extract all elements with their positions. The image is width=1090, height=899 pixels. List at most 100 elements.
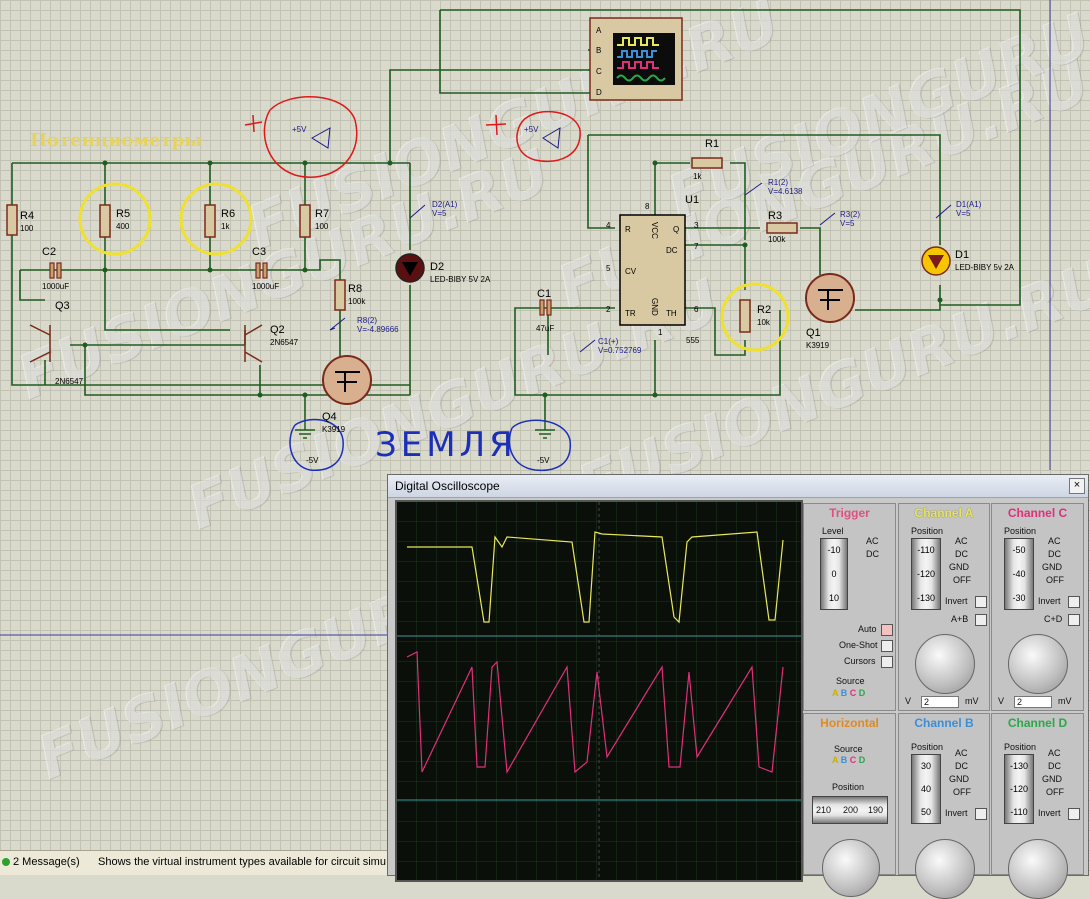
channel-d-position-label: Position bbox=[1004, 742, 1037, 752]
scope-terminal-b: B bbox=[596, 46, 602, 55]
channel-a-pos-mid: -120 bbox=[916, 569, 935, 579]
channel-d-pos-bottom: -110 bbox=[1010, 807, 1028, 817]
trigger-dc-label: DC bbox=[866, 549, 879, 559]
ground-right-label: -5V bbox=[537, 456, 550, 465]
probe-d1[interactable]: D1(A1)V=5 bbox=[956, 200, 982, 218]
channel-c-scale-dial[interactable] bbox=[1008, 634, 1068, 694]
horizontal-timebase-dial[interactable] bbox=[822, 839, 880, 897]
probe-r3[interactable]: R3(2)V=5 bbox=[840, 210, 861, 228]
channel-c-ac[interactable]: AC bbox=[1048, 536, 1061, 546]
channel-c-v-label: V bbox=[998, 696, 1005, 706]
channel-d-position-drum[interactable]: -130 -120 -110 bbox=[1004, 754, 1034, 824]
oscilloscope-titlebar[interactable]: Digital Oscilloscope × bbox=[388, 475, 1088, 498]
channel-a-gnd[interactable]: GND bbox=[949, 562, 969, 572]
u1-pin-th: TH bbox=[666, 309, 677, 318]
channel-d-title: Channel D bbox=[1007, 716, 1068, 730]
trigger-level-drum[interactable]: -10 0 10 bbox=[820, 538, 848, 610]
scope-display[interactable] bbox=[395, 500, 803, 882]
ground-left-label: -5V bbox=[306, 456, 319, 465]
horizontal-pos-left: 210 bbox=[816, 805, 832, 815]
probe-r8[interactable]: R8(2)V=-4.89666 bbox=[357, 316, 399, 334]
oscilloscope-window[interactable]: Digital Oscilloscope × Trigger Level -10… bbox=[387, 474, 1089, 899]
supply-plus-left[interactable]: +5V bbox=[292, 125, 307, 134]
channel-c-dc[interactable]: DC bbox=[1048, 549, 1061, 559]
u1-label: U1 bbox=[685, 194, 700, 206]
channel-d-invert-button[interactable] bbox=[1068, 808, 1080, 820]
channel-c-scale-unit: mV bbox=[1058, 696, 1072, 706]
probe-r1[interactable]: R1(2)V=4.6138 bbox=[768, 178, 803, 196]
u1-value: 555 bbox=[686, 336, 700, 345]
channel-d-dc[interactable]: DC bbox=[1048, 761, 1061, 771]
messages-count[interactable]: 2 Message(s) bbox=[13, 856, 80, 868]
channel-c-position-drum[interactable]: -50 -40 -30 bbox=[1004, 538, 1034, 610]
channel-b-off[interactable]: OFF bbox=[953, 787, 971, 797]
u1-pin-7: 7 bbox=[694, 242, 699, 251]
channel-c-sum-button[interactable] bbox=[1068, 614, 1080, 626]
u1-pin-3: 3 bbox=[694, 221, 699, 230]
probe-d2[interactable]: D2(A1)V=5 bbox=[432, 200, 458, 218]
u1-pin-gnd: GND bbox=[650, 298, 659, 316]
c1-value: 47uF bbox=[536, 324, 555, 333]
u1-pin-6: 6 bbox=[694, 305, 699, 314]
channel-c-invert-label: Invert bbox=[1038, 596, 1061, 606]
channel-c-pos-top: -50 bbox=[1012, 545, 1026, 555]
channel-b-scale-dial[interactable] bbox=[915, 839, 975, 899]
channel-d-off[interactable]: OFF bbox=[1046, 787, 1064, 797]
channel-a-invert-button[interactable] bbox=[975, 596, 987, 608]
channel-b-gnd[interactable]: GND bbox=[949, 774, 969, 784]
channel-b-panel: Channel B Position 30 40 50 AC DC GND OF… bbox=[898, 713, 990, 899]
channel-b-ac[interactable]: AC bbox=[955, 748, 968, 758]
channel-c-invert-button[interactable] bbox=[1068, 596, 1080, 608]
trigger-auto-button[interactable] bbox=[881, 624, 893, 636]
channel-a-sum-button[interactable] bbox=[975, 614, 987, 626]
channel-d-gnd[interactable]: GND bbox=[1042, 774, 1062, 784]
channel-a-ac[interactable]: AC bbox=[955, 536, 968, 546]
trigger-sources[interactable]: A B C D bbox=[832, 688, 866, 698]
channel-a-scale-dial[interactable] bbox=[915, 634, 975, 694]
scope-terminal-a: A bbox=[596, 26, 602, 35]
channel-a-off[interactable]: OFF bbox=[953, 575, 971, 585]
channel-a-title: Channel A bbox=[914, 506, 974, 520]
horizontal-position-label: Position bbox=[832, 782, 865, 792]
channel-d-pos-top: -130 bbox=[1009, 761, 1028, 771]
status-hint: Shows the virtual instrument types avail… bbox=[98, 856, 386, 868]
trigger-cursors-button[interactable] bbox=[881, 656, 893, 668]
c2-value: 1000uF bbox=[42, 282, 70, 291]
close-button[interactable]: × bbox=[1069, 478, 1085, 494]
ground-note: ЗЕМЛЯ bbox=[375, 425, 517, 465]
channel-c-title: Channel C bbox=[1007, 506, 1068, 520]
channel-b-invert-button[interactable] bbox=[975, 808, 987, 820]
trigger-oneshot-button[interactable] bbox=[881, 640, 893, 652]
channel-a-scale-unit: mV bbox=[965, 696, 979, 706]
trigger-title: Trigger bbox=[829, 506, 870, 520]
horizontal-pos-mid: 200 bbox=[843, 805, 859, 815]
channel-c-scale-value: 2 bbox=[1014, 696, 1052, 708]
schematic-canvas[interactable]: FUSIONGURU.RU FUSIONGURU.RU FUSIONGURU.R… bbox=[0, 0, 1090, 874]
probe-c1[interactable]: C1(+)V=0.752769 bbox=[598, 337, 642, 355]
u1-pin-8: 8 bbox=[645, 202, 650, 211]
trigger-level-bottom: 10 bbox=[828, 593, 839, 603]
horizontal-title: Horizontal bbox=[820, 716, 879, 730]
channel-b-dc[interactable]: DC bbox=[955, 761, 968, 771]
channel-c-gnd[interactable]: GND bbox=[1042, 562, 1062, 572]
channel-d-ac[interactable]: AC bbox=[1048, 748, 1061, 758]
scope-traces bbox=[397, 502, 801, 880]
supply-plus-right[interactable]: +5V bbox=[524, 125, 539, 134]
channel-a-dc[interactable]: DC bbox=[955, 549, 968, 559]
u1-pin-r: R bbox=[625, 225, 631, 234]
horizontal-sources[interactable]: A B C D bbox=[832, 755, 866, 765]
channel-c-off[interactable]: OFF bbox=[1046, 575, 1064, 585]
window-title: Digital Oscilloscope bbox=[395, 479, 500, 493]
channel-d-scale-dial[interactable] bbox=[1008, 839, 1068, 899]
channel-b-position-drum[interactable]: 30 40 50 bbox=[911, 754, 941, 824]
horizontal-position-drum[interactable]: 210 200 190 bbox=[812, 796, 888, 824]
channel-a-position-drum[interactable]: -110 -120 -130 bbox=[911, 538, 941, 610]
r3-label: R3 bbox=[768, 210, 783, 222]
channel-b-position-label: Position bbox=[911, 742, 944, 752]
